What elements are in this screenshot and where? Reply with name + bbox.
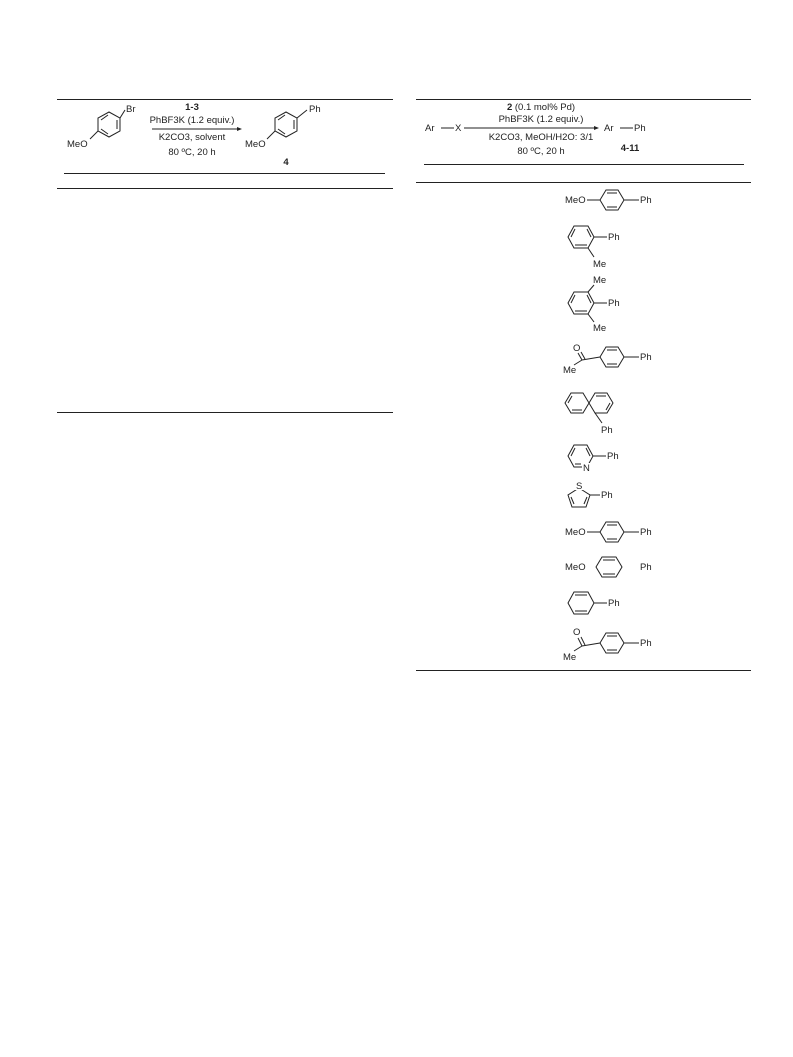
product-10-right: Ph [608,598,620,609]
left-header-rule [57,188,393,189]
product-3-top: Me [593,275,606,286]
product-1-right: Ph [640,195,652,206]
product-benzene-ring [266,109,308,140]
right-header-rule [416,182,751,183]
product-5-bottom: Ph [601,425,613,436]
product-number: 4 [283,157,289,168]
reactant-benzene-ring [89,109,126,140]
product-row-2: Ph Me [567,225,620,270]
product-1-left: MeO [565,195,586,206]
conditions-label: 80 ºC, 20 h [517,146,564,157]
base-label: K2CO3, solvent [159,132,226,143]
reagent-label: PhBF3K (1.2 equiv.) [150,115,235,126]
product-4-oxygen: O [573,343,580,354]
product-row-6: N Ph [567,444,619,474]
product-4-methyl: Me [563,365,576,376]
product-row-8: MeO Ph [565,521,652,543]
arrow-head-icon [594,126,599,130]
product-7-right: Ph [601,490,613,501]
product-9-left: MeO [565,562,586,573]
product-6-hetero: N [583,463,590,474]
benzene-ring-icon [595,556,623,578]
conditions-label: 80 ºC, 20 h [168,147,215,158]
reagent-label: PhBF3K (1.2 equiv.) [499,114,584,125]
catalyst-label: 1-3 [185,102,199,113]
product-8-left: MeO [565,527,586,538]
reactant-ar: Ar [425,123,435,134]
product-3-right: Ph [608,298,620,309]
leaving-group-x: X [455,123,462,134]
product-6-right: Ph [607,451,619,462]
product-row-5: Ph [564,392,614,436]
right-table-bottom-rule [416,670,751,671]
product-row-3: Me Ph Me [567,275,620,334]
product-7-hetero: S [576,481,582,492]
product-11-methyl: Me [563,652,576,663]
left-table-bottom-rule [57,412,393,413]
right-table-top-rule [416,99,751,100]
reactant-group: MeO [67,139,88,150]
product-ph: Ph [634,123,646,134]
right-scheme-rule [424,164,744,165]
product-row-1: MeO Ph [565,189,652,211]
product-8-right: Ph [640,527,652,538]
arrow-head-icon [237,127,242,131]
product-2-bottom: Me [593,259,606,270]
product-range: 4-11 [621,143,640,154]
reactant-substituent: Br [126,104,136,115]
product-11-oxygen: O [573,627,580,638]
product-2-right: Ph [608,232,620,243]
product-row-7: S Ph [567,480,613,508]
product-ar: Ar [604,123,614,134]
catalyst-label: 2 (0.1 mol% Pd) [507,102,575,113]
left-reaction-scheme: Br MeO 1-3 PhBF3K (1.2 equiv.) K2CO3, so… [67,102,321,168]
product-4-right: Ph [640,352,652,363]
product-3-bottom: Me [593,323,606,334]
product-row-10: Ph [567,591,620,615]
right-reaction-scheme: Ar X 2 (0.1 mol% Pd) PhBF3K (1.2 equiv.)… [425,102,646,157]
left-table-top-rule [57,99,393,100]
product-substituent: Ph [309,104,321,115]
product-9-right: Ph [640,562,652,573]
left-scheme-rule [64,173,385,174]
product-11-right: Ph [640,638,652,649]
product-row-11: O Me Ph [563,627,652,663]
thiophene-ring-icon [567,487,591,508]
product-group: MeO [245,139,266,150]
product-row-9: MeO Ph [565,556,652,578]
base-label: K2CO3, MeOH/H2O: 3/1 [489,132,594,143]
product-structures: MeO Ph Ph Me Me Ph Me O Me [563,189,652,663]
product-row-4: O Me Ph [563,343,652,376]
